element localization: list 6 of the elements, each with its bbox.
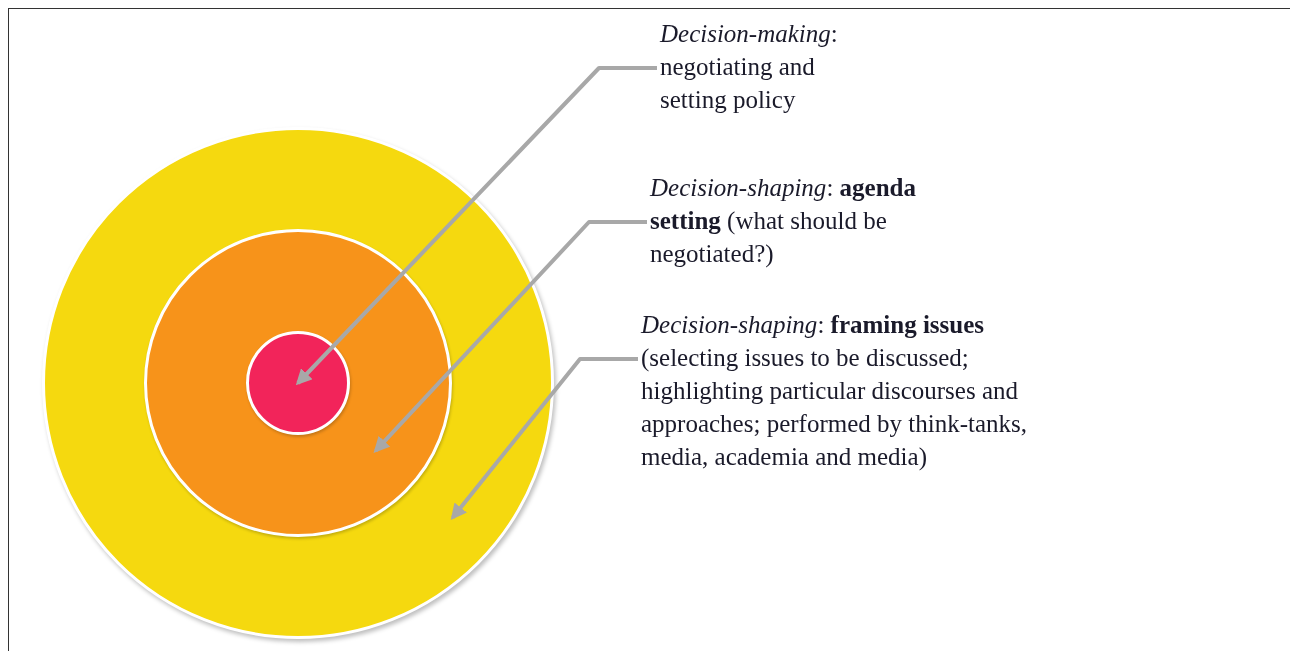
- leader-arrow: [450, 357, 638, 520]
- callout-text: Decision-shaping: framing issues (selecting issues to be discussed; highlighting particular discourses and approaches; performed by think-tanks, media, academia and media): [641, 308, 1036, 473]
- callout-text: Decision-making: negotiating and setting policy: [660, 17, 885, 116]
- callout-text: Decision-shaping: agenda setting (what should be negotiated?): [650, 171, 990, 270]
- leader-arrow: [295, 66, 657, 386]
- leader-arrow: [373, 220, 647, 453]
